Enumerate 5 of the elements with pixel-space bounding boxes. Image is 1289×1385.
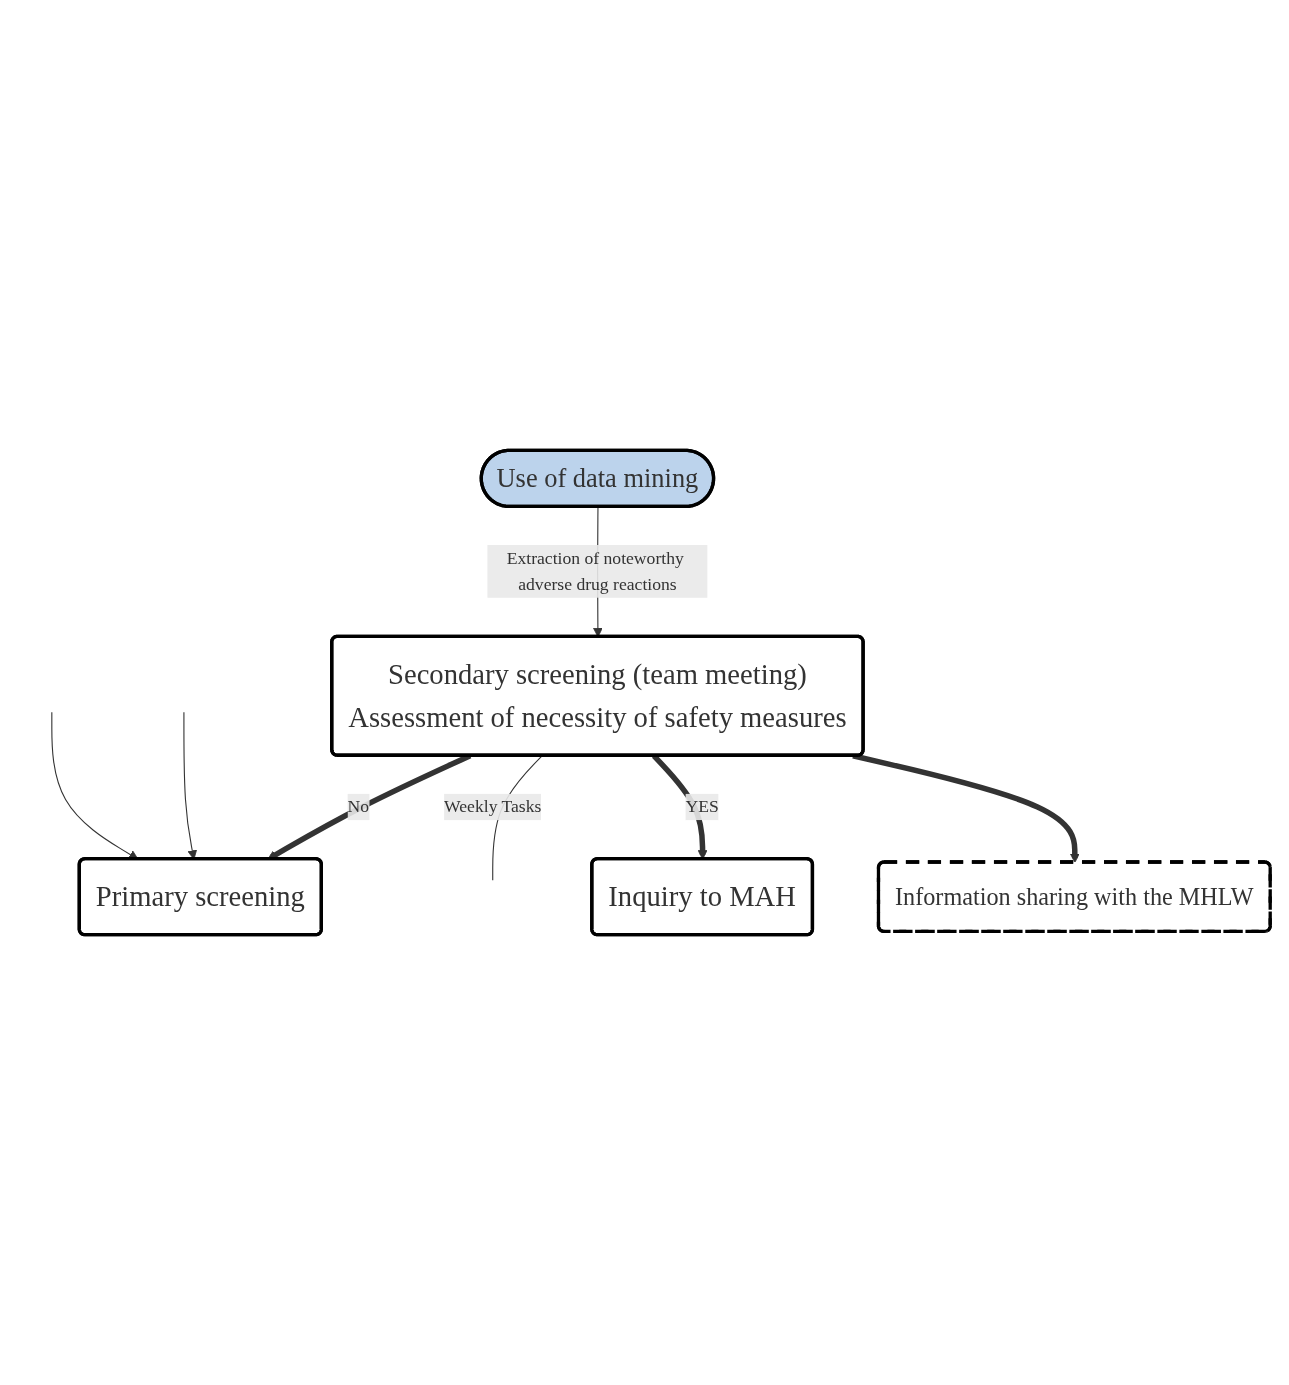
arrow [852,753,1080,863]
edge-label: Extraction of noteworthy adverse drug reactions [506,548,684,594]
edge-label: No [347,797,370,816]
edge-label: Weekly Tasks [444,797,542,816]
edge-label: YES [685,797,719,816]
